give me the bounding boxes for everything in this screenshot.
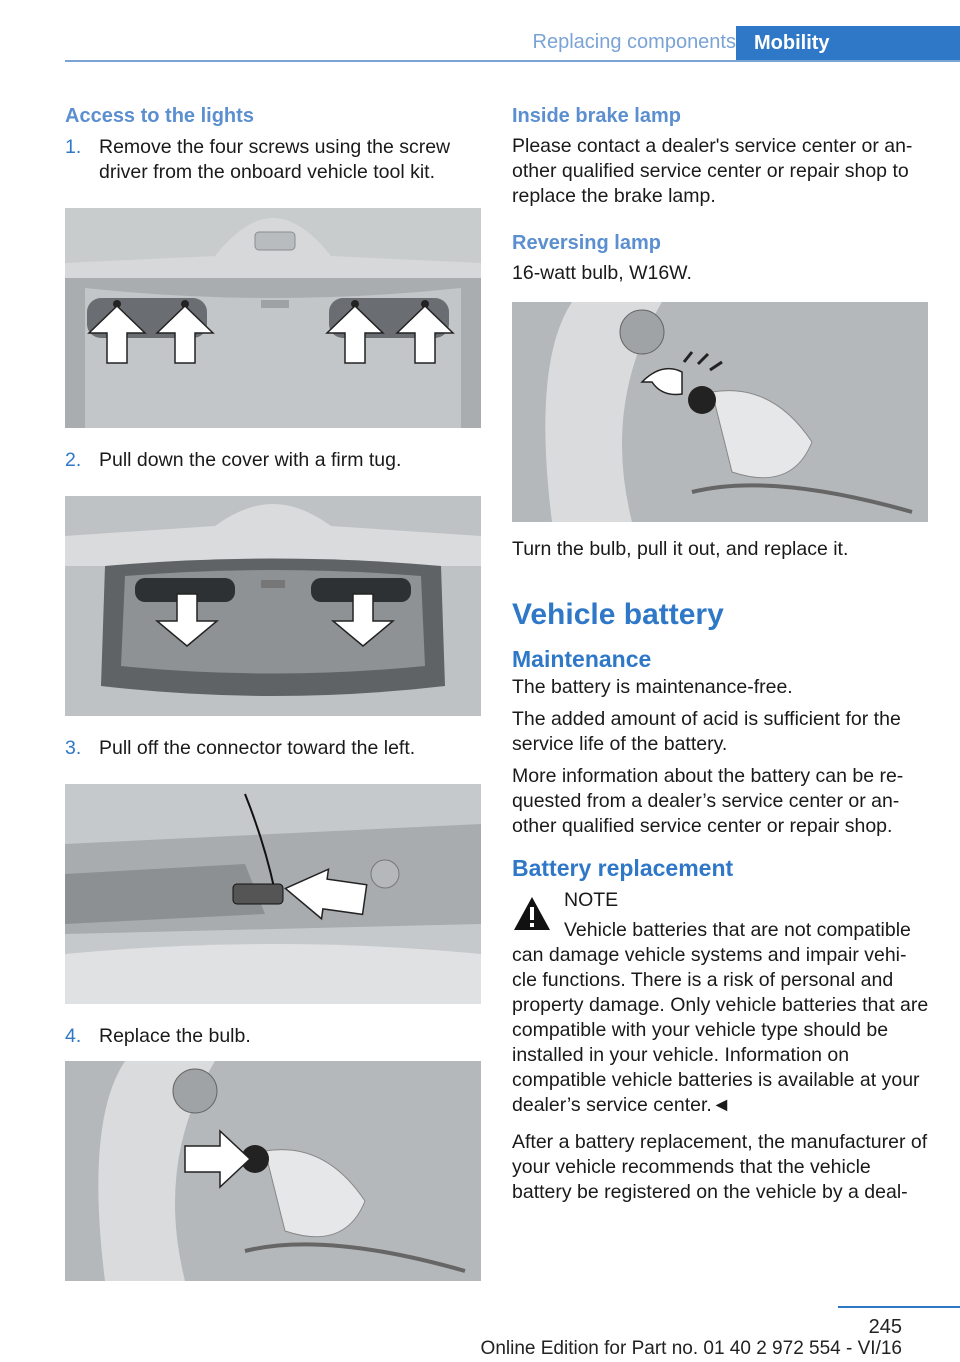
access-lights-heading: Access to the lights xyxy=(65,105,254,127)
header-rule xyxy=(65,60,960,62)
figure-cover xyxy=(65,496,481,716)
after-replacement-text: After a battery replacement, the manufac… xyxy=(512,1131,928,1203)
warning-triangle-icon xyxy=(512,894,552,934)
turn-bulb-text: Turn the bulb, pull it out, and replace … xyxy=(512,538,849,560)
step-number: 3. xyxy=(65,737,82,759)
header-chapter-tab: Mobility xyxy=(736,26,960,62)
page-header: Replacing components Mobility xyxy=(65,26,960,62)
note-label: NOTE xyxy=(564,889,619,911)
vehicle-battery-heading: Vehicle battery xyxy=(512,598,724,631)
left-column: Access to the lights 1. Remove the four … xyxy=(65,100,481,1281)
note-text: Vehicle batteries that are not compatibl… xyxy=(512,919,929,1116)
step-number: 4. xyxy=(65,1025,82,1047)
step-number: 2. xyxy=(65,449,82,471)
footer-edition: Online Edition for Part no. 01 40 2 972 … xyxy=(480,1338,902,1359)
step-1: 1. Remove the four screws using the scre… xyxy=(65,135,481,185)
figure-connector xyxy=(65,784,481,1004)
right-column: Inside brake lamp Please contact a deale… xyxy=(512,100,930,1205)
page-number: 245 xyxy=(868,1316,902,1338)
reversing-lamp-text: 16-watt bulb, W16W. xyxy=(512,262,692,284)
maintenance-p2: The added amount of acid is sufficient f… xyxy=(512,708,901,755)
figure-screws xyxy=(65,208,481,428)
step-text: Pull down the cover with a firm tug. xyxy=(99,449,402,471)
inside-brake-heading: Inside brake lamp xyxy=(512,105,681,127)
footer-rule xyxy=(838,1306,960,1308)
step-text: Replace the bulb. xyxy=(99,1025,251,1047)
step-text: Remove the four screws using the screw d… xyxy=(99,136,451,183)
maintenance-p3: More information about the battery can b… xyxy=(512,765,904,837)
step-2: 2. Pull down the cover with a firm tug. xyxy=(65,448,481,473)
step-text: Pull off the connector toward the left. xyxy=(99,737,416,759)
inside-brake-text: Please contact a dealer's service center… xyxy=(512,135,913,207)
step-3: 3. Pull off the connector toward the lef… xyxy=(65,736,481,761)
step-4: 4. Replace the bulb. xyxy=(65,1024,481,1049)
figure-reversing-lamp xyxy=(512,302,928,522)
maintenance-heading: Maintenance xyxy=(512,646,652,672)
note-block: NOTE Vehicle batteries that are not comp… xyxy=(512,888,930,1118)
figure-replace-bulb xyxy=(65,1061,481,1281)
header-section: Replacing components xyxy=(532,31,736,53)
reversing-lamp-heading: Reversing lamp xyxy=(512,232,661,254)
maintenance-p1: The battery is maintenance-free. xyxy=(512,676,793,698)
battery-replacement-heading: Battery replacement xyxy=(512,855,734,881)
step-number: 1. xyxy=(65,136,82,158)
